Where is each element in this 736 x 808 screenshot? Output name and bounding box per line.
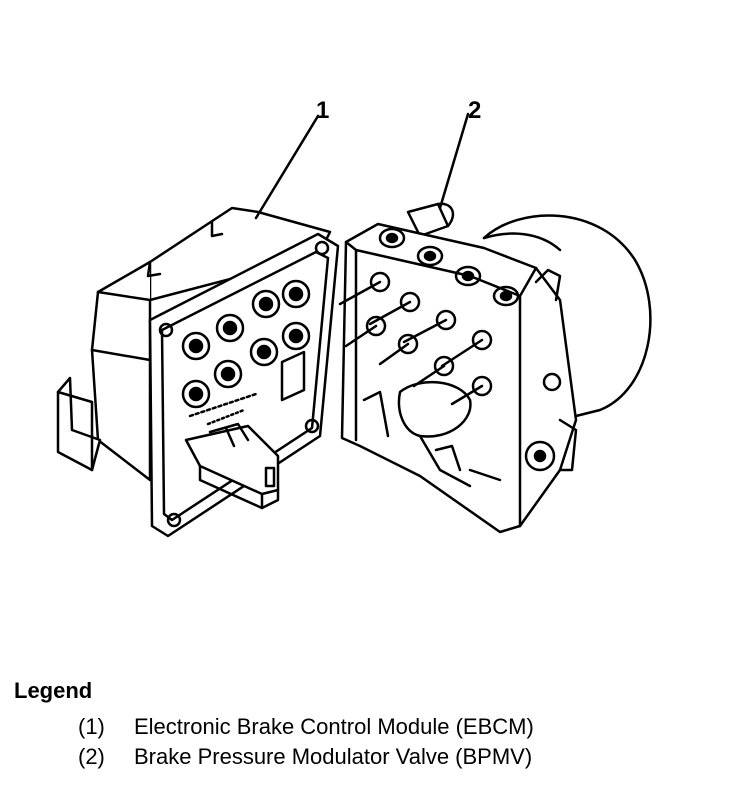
legend-item-label: Electronic Brake Control Module (EBCM) [134,714,534,739]
legend-item-label: Brake Pressure Modulator Valve (BPMV) [134,744,533,769]
ebcm-coil-bores [181,279,311,409]
legend: Legend (1) Electronic Brake Control Modu… [14,678,534,772]
bpmv-unit [338,202,652,534]
legend-title: Legend [14,678,93,703]
legend-item-number: (2) [78,744,105,769]
callout-2: 2 [468,97,481,124]
legend-item-number: (1) [78,714,105,739]
brake-module-illustration: 1 2 [56,97,652,538]
callout-1: 1 [316,97,329,124]
legend-item: (1) Electronic Brake Control Module (EBC… [78,712,534,742]
bpmv-top-ports [378,227,520,307]
legend-item: (2) Brake Pressure Modulator Valve (BPMV… [78,742,534,772]
leader-line-2 [438,112,470,210]
leader-line-1 [254,114,320,220]
ebcm-unit [56,206,340,538]
